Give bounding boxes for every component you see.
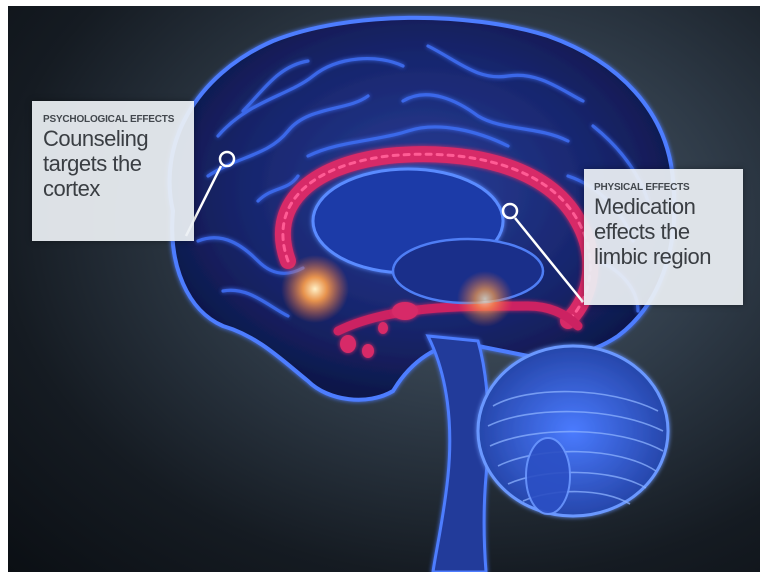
brain-illustration: PSYCHOLOGICAL EFFECTS Counseling targets… <box>8 6 760 572</box>
hotspot-right <box>457 271 513 327</box>
psychological-effects-text: Counseling targets the cortex <box>43 126 184 201</box>
brainstem <box>428 336 488 572</box>
physical-effects-text: Medication effects the limbic region <box>594 194 735 269</box>
physical-effects-heading: PHYSICAL EFFECTS <box>594 182 735 194</box>
psychological-effects-heading: PSYCHOLOGICAL EFFECTS <box>43 114 184 126</box>
hotspot-left <box>281 255 349 323</box>
physical-effects-callout: PHYSICAL EFFECTS Medication effects the … <box>584 169 743 305</box>
psychological-effects-callout: PSYCHOLOGICAL EFFECTS Counseling targets… <box>32 101 194 241</box>
